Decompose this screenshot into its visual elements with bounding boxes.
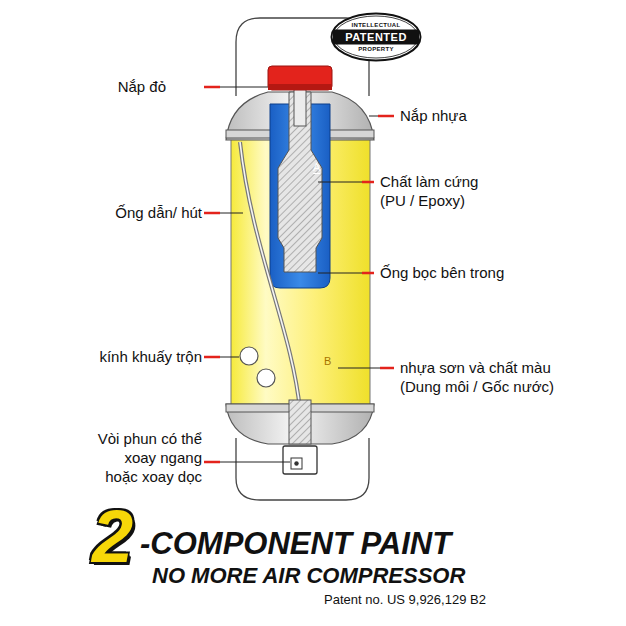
mixing-ball xyxy=(257,369,275,387)
red-cap xyxy=(268,66,332,90)
leader-mark xyxy=(380,367,394,370)
valve-stem xyxy=(294,86,306,126)
leader-mark xyxy=(378,115,394,118)
patent-badge: INTELLECTUALPATENTEDPROPERTY xyxy=(330,12,422,62)
part-label: Nắp nhựa xyxy=(400,106,467,125)
badge-outline xyxy=(334,16,418,58)
leader-line xyxy=(220,87,268,88)
leader-mark xyxy=(204,461,220,464)
dip-tube xyxy=(240,142,300,410)
subtitle-text: NO MORE AIR COMPRESSOR xyxy=(152,563,465,589)
red-cap-base xyxy=(268,84,332,90)
leader-mark xyxy=(204,86,220,89)
leader-line xyxy=(220,462,290,463)
title-text: -COMPONENT PAINT xyxy=(140,527,451,561)
leader-line xyxy=(318,182,362,183)
leader-mark xyxy=(204,356,220,359)
part-label: Chất làm cứng (PU / Epoxy) xyxy=(380,172,498,210)
nozzle xyxy=(283,446,317,474)
bottom-valve xyxy=(289,400,311,444)
part-label: Ống bọc bên trong xyxy=(380,263,504,282)
leader-line xyxy=(318,273,362,274)
nozzle-hole xyxy=(291,458,302,469)
leader-line xyxy=(338,368,380,369)
zone-marker: A xyxy=(313,161,320,174)
badge-text: PATENTED xyxy=(334,30,418,45)
badge-outline xyxy=(332,14,421,61)
part-label: Vòi phun có thể xoay ngang hoặc xoay dọc xyxy=(88,429,202,486)
badge-text: PROPERTY xyxy=(334,45,418,54)
badge-text: INTELLECTUAL xyxy=(334,21,418,30)
leader-line xyxy=(220,213,243,214)
patent-number: Patent no. US 9,926,129 B2 xyxy=(324,592,486,608)
zone-marker: B xyxy=(324,352,331,371)
leader-line xyxy=(220,357,239,358)
part-label: kính khuấy trộn xyxy=(99,347,202,366)
mixing-ball xyxy=(240,347,258,365)
part-label: Nắp đỏ xyxy=(118,77,166,96)
nozzle-hole xyxy=(294,461,298,465)
part-label: nhựa sơn và chất màu (Dung môi / Gốc nướ… xyxy=(400,358,578,396)
leader-mark xyxy=(362,181,374,184)
dip-tube xyxy=(240,142,300,410)
part-label: Ống dẫn/ hút xyxy=(115,203,202,222)
cap-outline xyxy=(236,438,369,500)
leader-mark xyxy=(204,212,220,215)
title-digit: 2 xyxy=(92,497,133,577)
badge-content: INTELLECTUALPATENTEDPROPERTY xyxy=(330,15,422,60)
leader-mark xyxy=(362,272,374,275)
badge-band xyxy=(333,30,419,45)
